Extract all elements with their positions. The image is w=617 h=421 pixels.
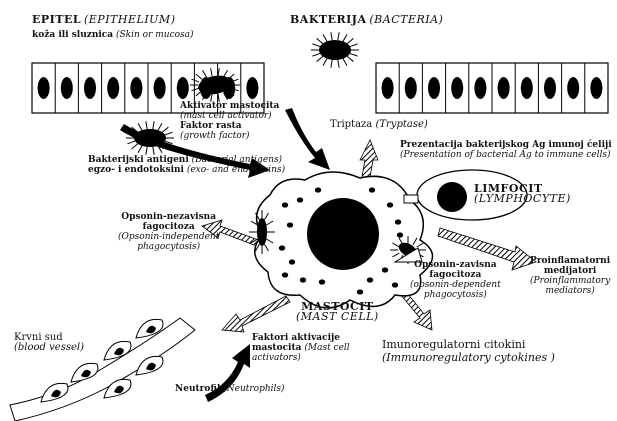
bacterium-top-icon [311,32,359,67]
activation-factors-label: Faktori aktivacije mastocita (Mast cell … [252,333,350,363]
hatched-arrow-blood [222,296,290,332]
bacterial-antigens-label: Bakterijski antigeni (Bacterial antigens… [88,155,285,175]
epithelium-subtitle: koža ili sluznica (Skin or mucosa) [32,30,194,40]
cytokines-label: Imunoregulatorni citokini (Immunoregulat… [382,338,555,364]
blood-vessel-label: Krvni sud (blood vessel) [14,333,84,353]
epithelium-right-cells [376,63,608,113]
opsonin-dependent-label: Opsonin-zavisna fagocitoza (opsonin-depe… [410,260,501,300]
epithelium-title: EPITEL (EPITHELIUM) [32,15,176,26]
mast-cell-nucleus [307,198,379,270]
mast-cell [255,172,433,308]
mast-cell-label: MASTOCIT (MAST CELL) [296,302,379,322]
lymphocyte-label: LIMFOCIT (LYMPHOCYTE) [474,184,571,204]
proinflammatory-label: Proinflamatorni medijatori (Proinflammat… [530,256,610,296]
opsonin-independent-label: Opsonin-nezavisna fagocitoza (Opsonin-in… [118,212,219,252]
curved-arrow-activator [285,108,330,170]
neutrophil-label: Neutrofil (Neutrophils) [175,384,285,394]
tryptase-label: Triptaza (Tryptase) [330,120,428,130]
activator-label: Aktivator mastocita (mast cell activator… [180,101,279,141]
bacteria-title: BAKTERIJA (BACTERIA) [290,15,443,26]
presentation-label: Prezentacija bakterijskog Ag imunoj ćeli… [400,140,612,160]
